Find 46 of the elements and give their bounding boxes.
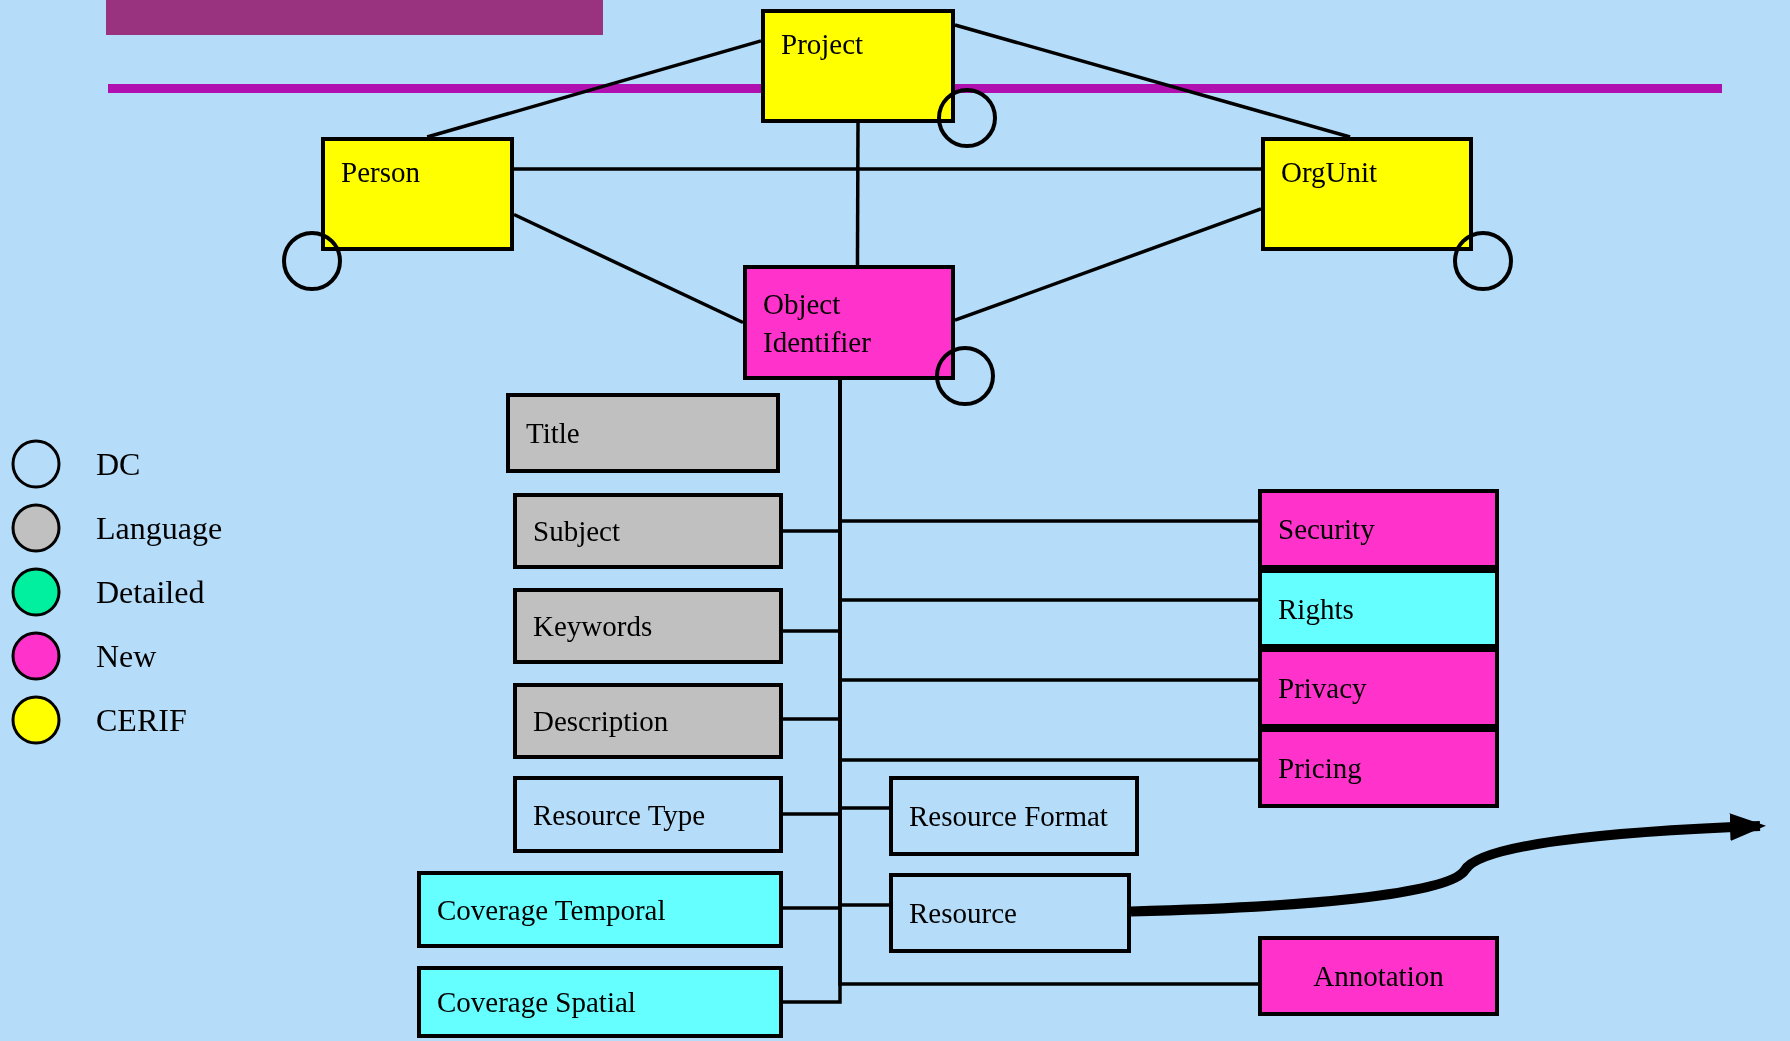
legend-label: New bbox=[96, 637, 157, 676]
entity-box bbox=[417, 966, 783, 1038]
connector-line bbox=[855, 123, 860, 265]
entity-box bbox=[1258, 489, 1499, 569]
entity-box bbox=[513, 683, 783, 759]
entity-label: Keywords bbox=[533, 609, 653, 644]
entity-label: Person bbox=[341, 155, 420, 190]
entity-box bbox=[1258, 936, 1499, 1016]
entity-label: Annotation bbox=[1313, 959, 1444, 994]
entity-box bbox=[513, 588, 783, 664]
connector-line bbox=[514, 167, 1261, 171]
entity-label: Project bbox=[781, 27, 864, 62]
connector-line bbox=[513, 212, 744, 325]
legend-label: CERIF bbox=[96, 701, 187, 740]
entity-label: Description bbox=[533, 704, 669, 739]
entity-box bbox=[417, 871, 783, 948]
entity-box bbox=[513, 493, 783, 569]
entity-label: Title bbox=[526, 416, 580, 451]
connector-line bbox=[954, 23, 1351, 139]
entity-label: Object Identifier bbox=[763, 286, 872, 360]
connector-line bbox=[954, 207, 1262, 322]
entity-box bbox=[761, 9, 955, 123]
entity-label: Resource Format bbox=[909, 799, 1108, 834]
arrow bbox=[1130, 813, 1766, 917]
entity-box bbox=[889, 776, 1139, 856]
entity-label: Resource bbox=[909, 896, 1017, 931]
entity-label: Pricing bbox=[1278, 751, 1362, 786]
entity-label: Coverage Spatial bbox=[437, 985, 636, 1020]
entity-box bbox=[506, 393, 780, 473]
legend-label: Detailed bbox=[96, 573, 205, 612]
entity-label: OrgUnit bbox=[1281, 155, 1378, 190]
entity-label: Coverage Temporal bbox=[437, 892, 666, 928]
entity-box bbox=[1261, 137, 1473, 251]
legend-label: Language bbox=[96, 509, 223, 548]
entity-label: Privacy bbox=[1278, 671, 1367, 706]
entity-label: Resource Type bbox=[533, 797, 706, 833]
entity-label: Security bbox=[1278, 512, 1375, 547]
entity-box bbox=[513, 776, 783, 853]
entity-box bbox=[1258, 728, 1499, 808]
entity-box bbox=[321, 137, 514, 251]
legend-label: DC bbox=[96, 445, 141, 484]
entity-box bbox=[743, 265, 955, 380]
connector-line bbox=[426, 39, 762, 139]
entity-label: Rights bbox=[1278, 591, 1354, 627]
entity-label: Subject bbox=[533, 514, 620, 549]
entity-box bbox=[889, 873, 1131, 953]
